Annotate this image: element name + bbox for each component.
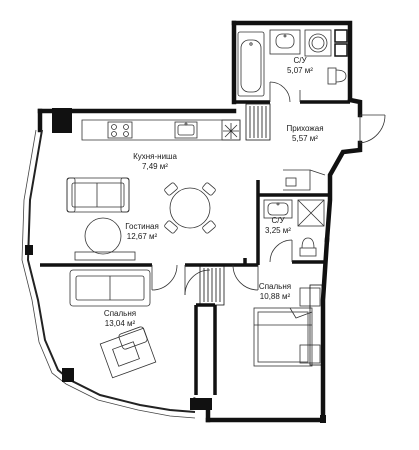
room-area: 10,88 м² bbox=[259, 292, 291, 301]
living-room-door bbox=[151, 264, 211, 296]
room-name: Гостиная bbox=[125, 222, 159, 231]
room-area: 7,49 м² bbox=[142, 162, 168, 171]
armchair-icon bbox=[118, 326, 148, 350]
room-area: 12,67 м² bbox=[126, 232, 158, 241]
dining-table-icon bbox=[164, 182, 216, 234]
room-area: 5,57 м² bbox=[292, 134, 318, 143]
interior-walls bbox=[40, 100, 350, 395]
bathtub-icon bbox=[237, 31, 265, 97]
room-label-bathroom-1: С/У 5,07 м² bbox=[280, 56, 320, 76]
room-name: Спальня bbox=[258, 282, 292, 291]
room-label-kitchen-niche: Кухня-ниша 7,49 м² bbox=[120, 152, 190, 172]
toilet-2-icon bbox=[299, 237, 317, 257]
sofa-bedroom-icon bbox=[69, 269, 151, 307]
entrance-door-icon bbox=[359, 114, 386, 144]
washbasin-2-icon bbox=[263, 199, 293, 219]
room-label-bedroom-large: Спальня 13,04 м² bbox=[90, 309, 150, 329]
round-table-icon bbox=[84, 217, 122, 255]
room-label-bathroom-2: С/У 3,25 м² bbox=[258, 216, 298, 236]
bathroom-1-door bbox=[269, 81, 301, 103]
bedroom-2-wardrobe bbox=[309, 284, 323, 366]
bed-icon bbox=[253, 307, 313, 367]
washing-machine-icon bbox=[304, 29, 332, 57]
room-name: С/У bbox=[293, 56, 307, 65]
desk-icon bbox=[99, 327, 157, 379]
room-label-bedroom-small: Спальня 10,88 м² bbox=[245, 282, 305, 302]
wardrobe-bedroom-icon bbox=[199, 264, 225, 306]
hallway-shelf bbox=[283, 169, 326, 191]
room-name: Прихожая bbox=[286, 124, 324, 133]
room-name: Спальня bbox=[103, 309, 137, 318]
room-name: С/У bbox=[271, 216, 285, 225]
kitchen-sink-icon bbox=[174, 121, 198, 139]
sofa-icon bbox=[66, 177, 130, 213]
room-area: 13,04 м² bbox=[104, 319, 136, 328]
facade-window-bottom bbox=[65, 379, 196, 419]
stove-icon bbox=[107, 121, 133, 139]
room-name: Кухня-ниша bbox=[133, 152, 177, 161]
washbasin-icon bbox=[269, 29, 301, 55]
bathroom-2-door bbox=[269, 239, 293, 263]
facade-window-left bbox=[21, 129, 71, 385]
fridge-icon bbox=[221, 119, 241, 141]
walls bbox=[37, 20, 363, 423]
room-area: 3,25 м² bbox=[265, 226, 291, 235]
shower-icon bbox=[297, 199, 325, 227]
tv-cabinet bbox=[74, 251, 136, 261]
room-area: 5,07 м² bbox=[287, 66, 313, 75]
toilet-icon bbox=[327, 67, 347, 85]
shelf-bathroom bbox=[334, 29, 348, 57]
wardrobe-icon bbox=[245, 103, 271, 141]
room-label-living-room: Гостиная 12,67 м² bbox=[112, 222, 172, 242]
bedroom-2-door bbox=[232, 264, 259, 291]
room-label-hallway: Прихожая 5,57 м² bbox=[275, 124, 335, 144]
